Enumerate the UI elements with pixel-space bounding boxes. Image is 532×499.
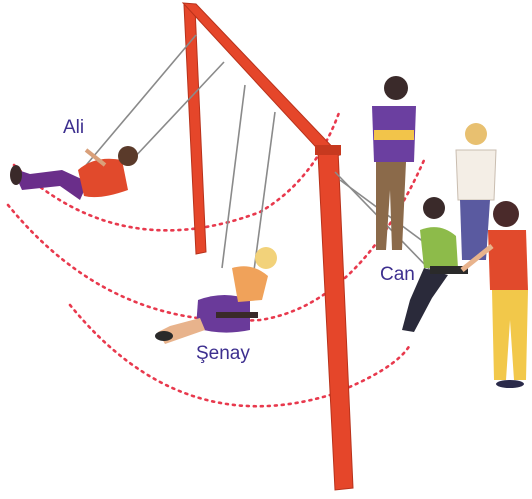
woman-shoes [496,380,524,388]
motion-arc-can [68,303,412,408]
standing-boy-back-shirt [455,149,497,201]
child-senay [155,247,277,344]
swing-ropes [81,34,456,279]
child-ali [10,146,138,200]
name-label-senay: Şenay [196,343,250,364]
standing-boy-stripe [374,130,414,140]
child-can [402,197,468,332]
ali-legs [12,168,88,200]
rope-senay-right [252,111,276,279]
ali-arm [84,148,107,167]
standing-boy-back-legs [460,200,490,260]
can-head [423,197,445,219]
senay-shoes [155,331,173,341]
senay-head [255,247,277,269]
woman-shirt [488,230,528,290]
ali-shirt [78,158,128,198]
motion-arc-ali [12,108,342,232]
frame-top-bracket [315,145,341,155]
standing-boy [372,76,416,250]
standing-boy-back [455,123,497,260]
ali-shoes [10,165,22,185]
woman-pushing [460,201,528,388]
can-swing-seat [430,266,468,274]
standing-boy-legs [376,162,406,250]
senay-swing-seat [216,312,258,318]
senay-shirt [232,266,268,302]
can-shirt [420,227,458,268]
swing-frame [181,2,354,491]
woman-arm [460,244,494,272]
rope-ali-left [81,34,197,171]
rope-senay-left [221,84,246,269]
standing-boy-head [384,76,408,100]
can-legs [402,268,448,332]
rope-ali-right [131,61,225,161]
name-label-can: Can [380,264,415,285]
standing-boy-back-head [465,123,487,145]
frame-back-leg [183,4,207,255]
frame-front-leg [317,149,354,491]
woman-head [493,201,519,227]
name-label-ali: Ali [63,117,85,138]
ali-head [118,146,138,166]
woman-pants [492,290,528,380]
